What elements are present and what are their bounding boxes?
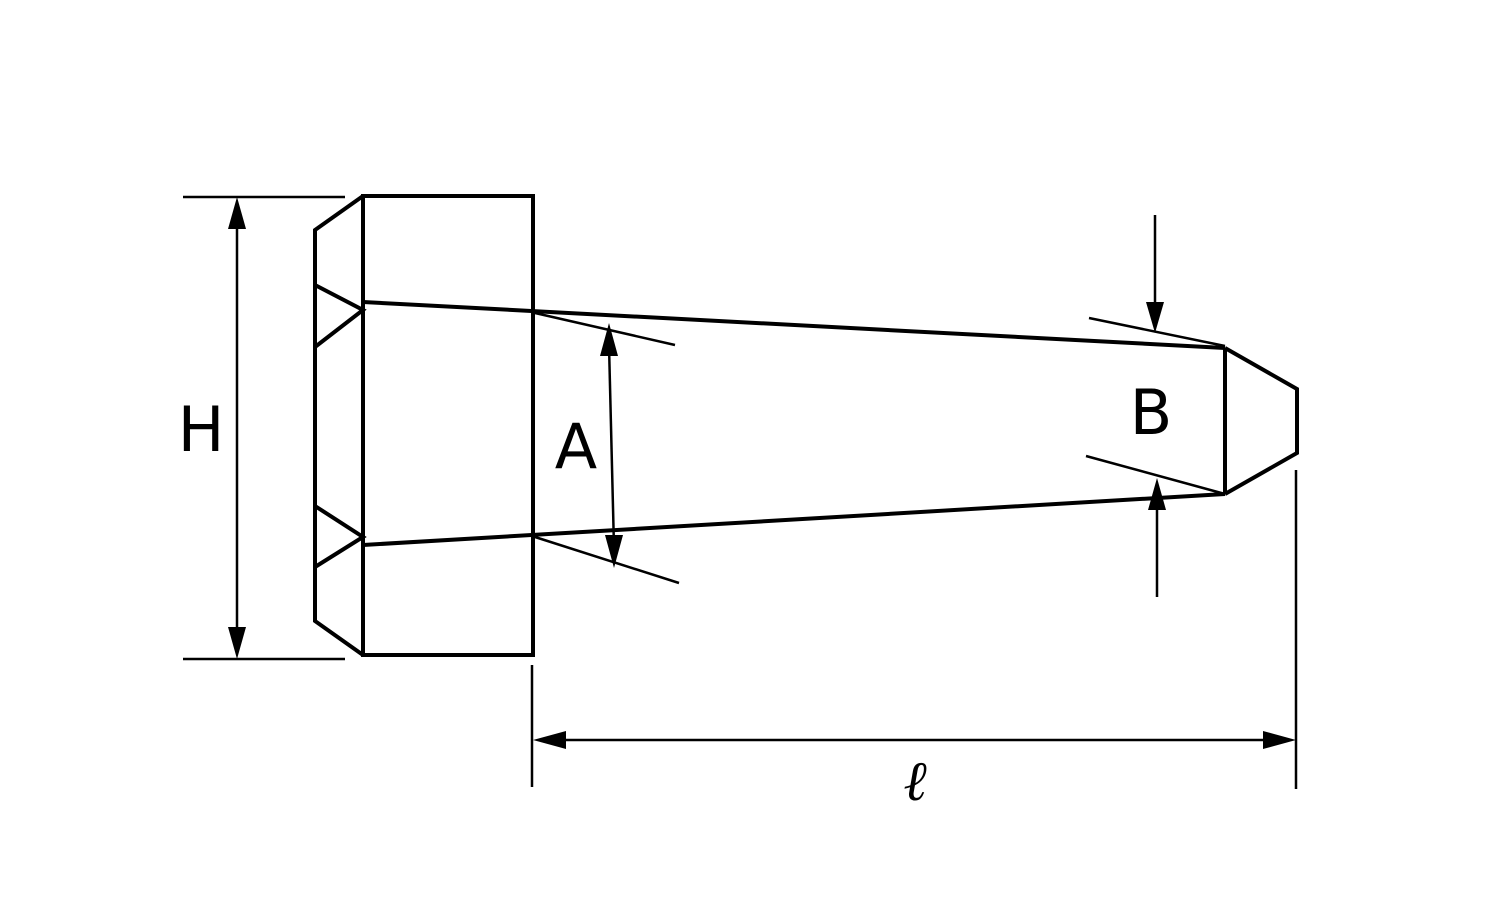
head-chamfer-outline	[313, 194, 365, 657]
dimension-a: A	[534, 311, 680, 585]
b-extension-top	[1088, 316, 1226, 348]
a-arrow-bottom	[605, 535, 623, 568]
dimension-h: H	[178, 195, 345, 661]
pin-shank	[362, 300, 1299, 547]
head-body	[361, 194, 535, 657]
a-label: A	[555, 410, 597, 483]
shank-bottom-edge	[362, 492, 1226, 547]
pin-tip	[1224, 346, 1299, 496]
length-arrow-right	[1263, 731, 1296, 749]
a-dimension-line	[607, 344, 616, 549]
h-label: H	[178, 393, 225, 466]
h-arrow-top	[228, 197, 246, 229]
a-extension-bottom	[534, 535, 680, 585]
b-label: B	[1130, 376, 1173, 449]
length-arrow-left	[533, 731, 566, 749]
head-upper-notch	[313, 283, 367, 349]
head-lower-notch	[313, 504, 367, 569]
a-arrow-top	[600, 323, 618, 356]
b-extension-bottom	[1085, 454, 1226, 496]
length-label: ℓ	[903, 749, 927, 814]
shank-top-edge	[362, 300, 1226, 350]
a-extension-top	[534, 311, 676, 347]
dimension-b: B	[1085, 215, 1226, 597]
b-arrow-top	[1146, 302, 1164, 333]
h-arrow-bottom	[228, 627, 246, 659]
b-arrow-bottom	[1148, 478, 1166, 510]
dimension-length: ℓ	[530, 470, 1298, 814]
pin-head	[313, 194, 535, 657]
